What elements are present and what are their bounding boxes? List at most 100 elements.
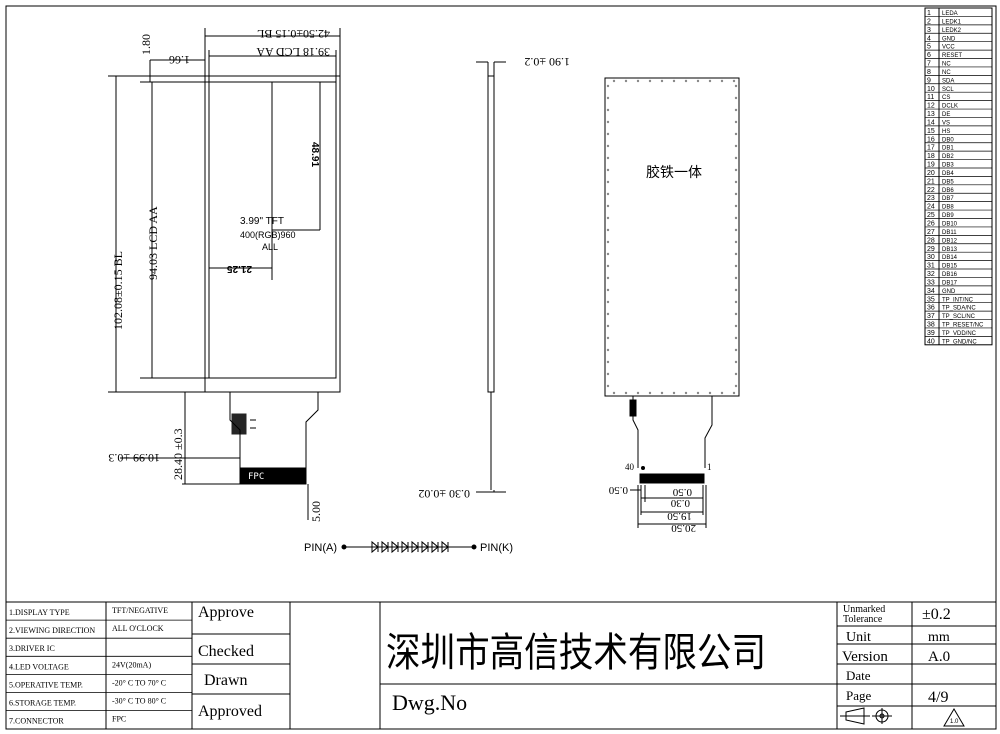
dim-top-aa-offset: 1.66	[169, 53, 190, 67]
pin-name: DB9	[942, 213, 954, 219]
pin-name: GND	[942, 36, 956, 42]
pin-number: 1	[927, 10, 931, 17]
pin-number: 21	[927, 178, 935, 185]
pin-name: DB10	[942, 222, 958, 228]
pin-number: 27	[927, 229, 935, 236]
page-label: Page	[846, 688, 872, 703]
dim-outline-height: 102.08±0.15 BL	[111, 251, 125, 330]
approve-label: Approve	[198, 604, 254, 621]
unit-value: mm	[928, 630, 950, 645]
dot	[606, 240, 610, 244]
tolerance-value: ±0.2	[922, 606, 951, 623]
dim-outline-width: 42.50±0.15 BL	[257, 27, 330, 41]
dot	[734, 264, 738, 268]
dim-center-h: 21.25	[227, 263, 252, 274]
dot	[734, 216, 738, 220]
unit-label: Unit	[846, 630, 871, 645]
dot	[660, 391, 664, 395]
dim-center-v: 48.91	[309, 142, 320, 167]
spec-value: ALL O'CLOCK	[112, 624, 164, 633]
pin-number: 17	[927, 145, 935, 152]
dot	[606, 204, 610, 208]
dot	[708, 79, 712, 83]
pin-number: 12	[927, 103, 935, 110]
pin-name: DE	[942, 112, 950, 118]
led-string	[341, 544, 477, 550]
dot	[612, 391, 616, 395]
dot	[734, 336, 738, 340]
dot	[734, 180, 738, 184]
pin-name: DCLK	[942, 104, 958, 110]
panel-label-2: 400(RGB)960	[240, 230, 296, 240]
dot	[606, 144, 610, 148]
dim-fpc-thickness: 0.30 ±0.02	[418, 487, 470, 501]
dwg-no-label: Dwg.No	[392, 690, 467, 715]
checked-label: Checked	[198, 643, 254, 660]
module-outline	[204, 75, 341, 393]
dot	[606, 84, 610, 88]
dot	[606, 180, 610, 184]
pin-name: CS	[942, 95, 950, 101]
dot	[734, 132, 738, 136]
pin-number: 34	[927, 288, 935, 295]
dot	[734, 252, 738, 256]
pin-number: 26	[927, 221, 935, 228]
dot	[606, 132, 610, 136]
fpc-connector	[239, 467, 307, 485]
pin-number: 19	[927, 162, 935, 169]
panel-label-1: 3.99" TFT	[240, 216, 284, 227]
dot	[606, 108, 610, 112]
pin-name: HS	[942, 129, 950, 135]
pin-number: 40	[927, 338, 935, 345]
dot	[606, 192, 610, 196]
spec-label: 4.LED VOLTAGE	[9, 662, 69, 671]
projection-symbol-icon	[840, 707, 892, 725]
pin-number: 7	[927, 61, 931, 68]
dot	[734, 312, 738, 316]
pin-number: 30	[927, 254, 935, 261]
dot	[648, 391, 652, 395]
dot	[606, 252, 610, 256]
pin-number: 10	[927, 86, 935, 93]
pin-number: 9	[927, 77, 931, 84]
pin-name: LEDA	[942, 11, 958, 17]
pin-name: VCC	[942, 45, 955, 51]
pin-number: 4	[927, 35, 931, 42]
dot	[734, 144, 738, 148]
dot	[606, 288, 610, 292]
dot	[734, 372, 738, 376]
spec-label: 6.STORAGE TEMP.	[9, 699, 76, 708]
pin-number: 33	[927, 279, 935, 286]
dot	[734, 204, 738, 208]
pin-name: SDA	[942, 78, 954, 84]
pin-name: DB3	[942, 163, 954, 169]
dim-pitch: 0.50	[672, 486, 692, 498]
dot	[648, 79, 652, 83]
pin-number: 36	[927, 305, 935, 312]
panel-label-3: ALL	[262, 242, 278, 252]
pin-name: TP_GND/NC	[942, 339, 977, 345]
pin-number: 29	[927, 246, 935, 253]
dot	[606, 360, 610, 364]
pin-first-label: 40	[625, 462, 635, 472]
pin-name: TP_INT/NC	[942, 297, 974, 303]
dot	[684, 79, 688, 83]
fpc-label: FPC	[248, 472, 264, 482]
dot	[696, 79, 700, 83]
pin-number: 8	[927, 69, 931, 76]
dot	[734, 120, 738, 124]
front-view	[108, 28, 341, 520]
tolerance-label-1: Unmarked	[843, 604, 885, 615]
pin-name: DB12	[942, 238, 958, 244]
dot	[734, 156, 738, 160]
dim-bottom: 5.00	[309, 501, 323, 522]
pin-number: 3	[927, 27, 931, 34]
pin-k-label: PIN(K)	[480, 542, 513, 554]
pin-number: 2	[927, 18, 931, 25]
dot	[606, 300, 610, 304]
led-icon	[411, 540, 419, 554]
dot	[734, 228, 738, 232]
led-icon	[421, 540, 429, 554]
pin-name: DB6	[942, 188, 954, 194]
